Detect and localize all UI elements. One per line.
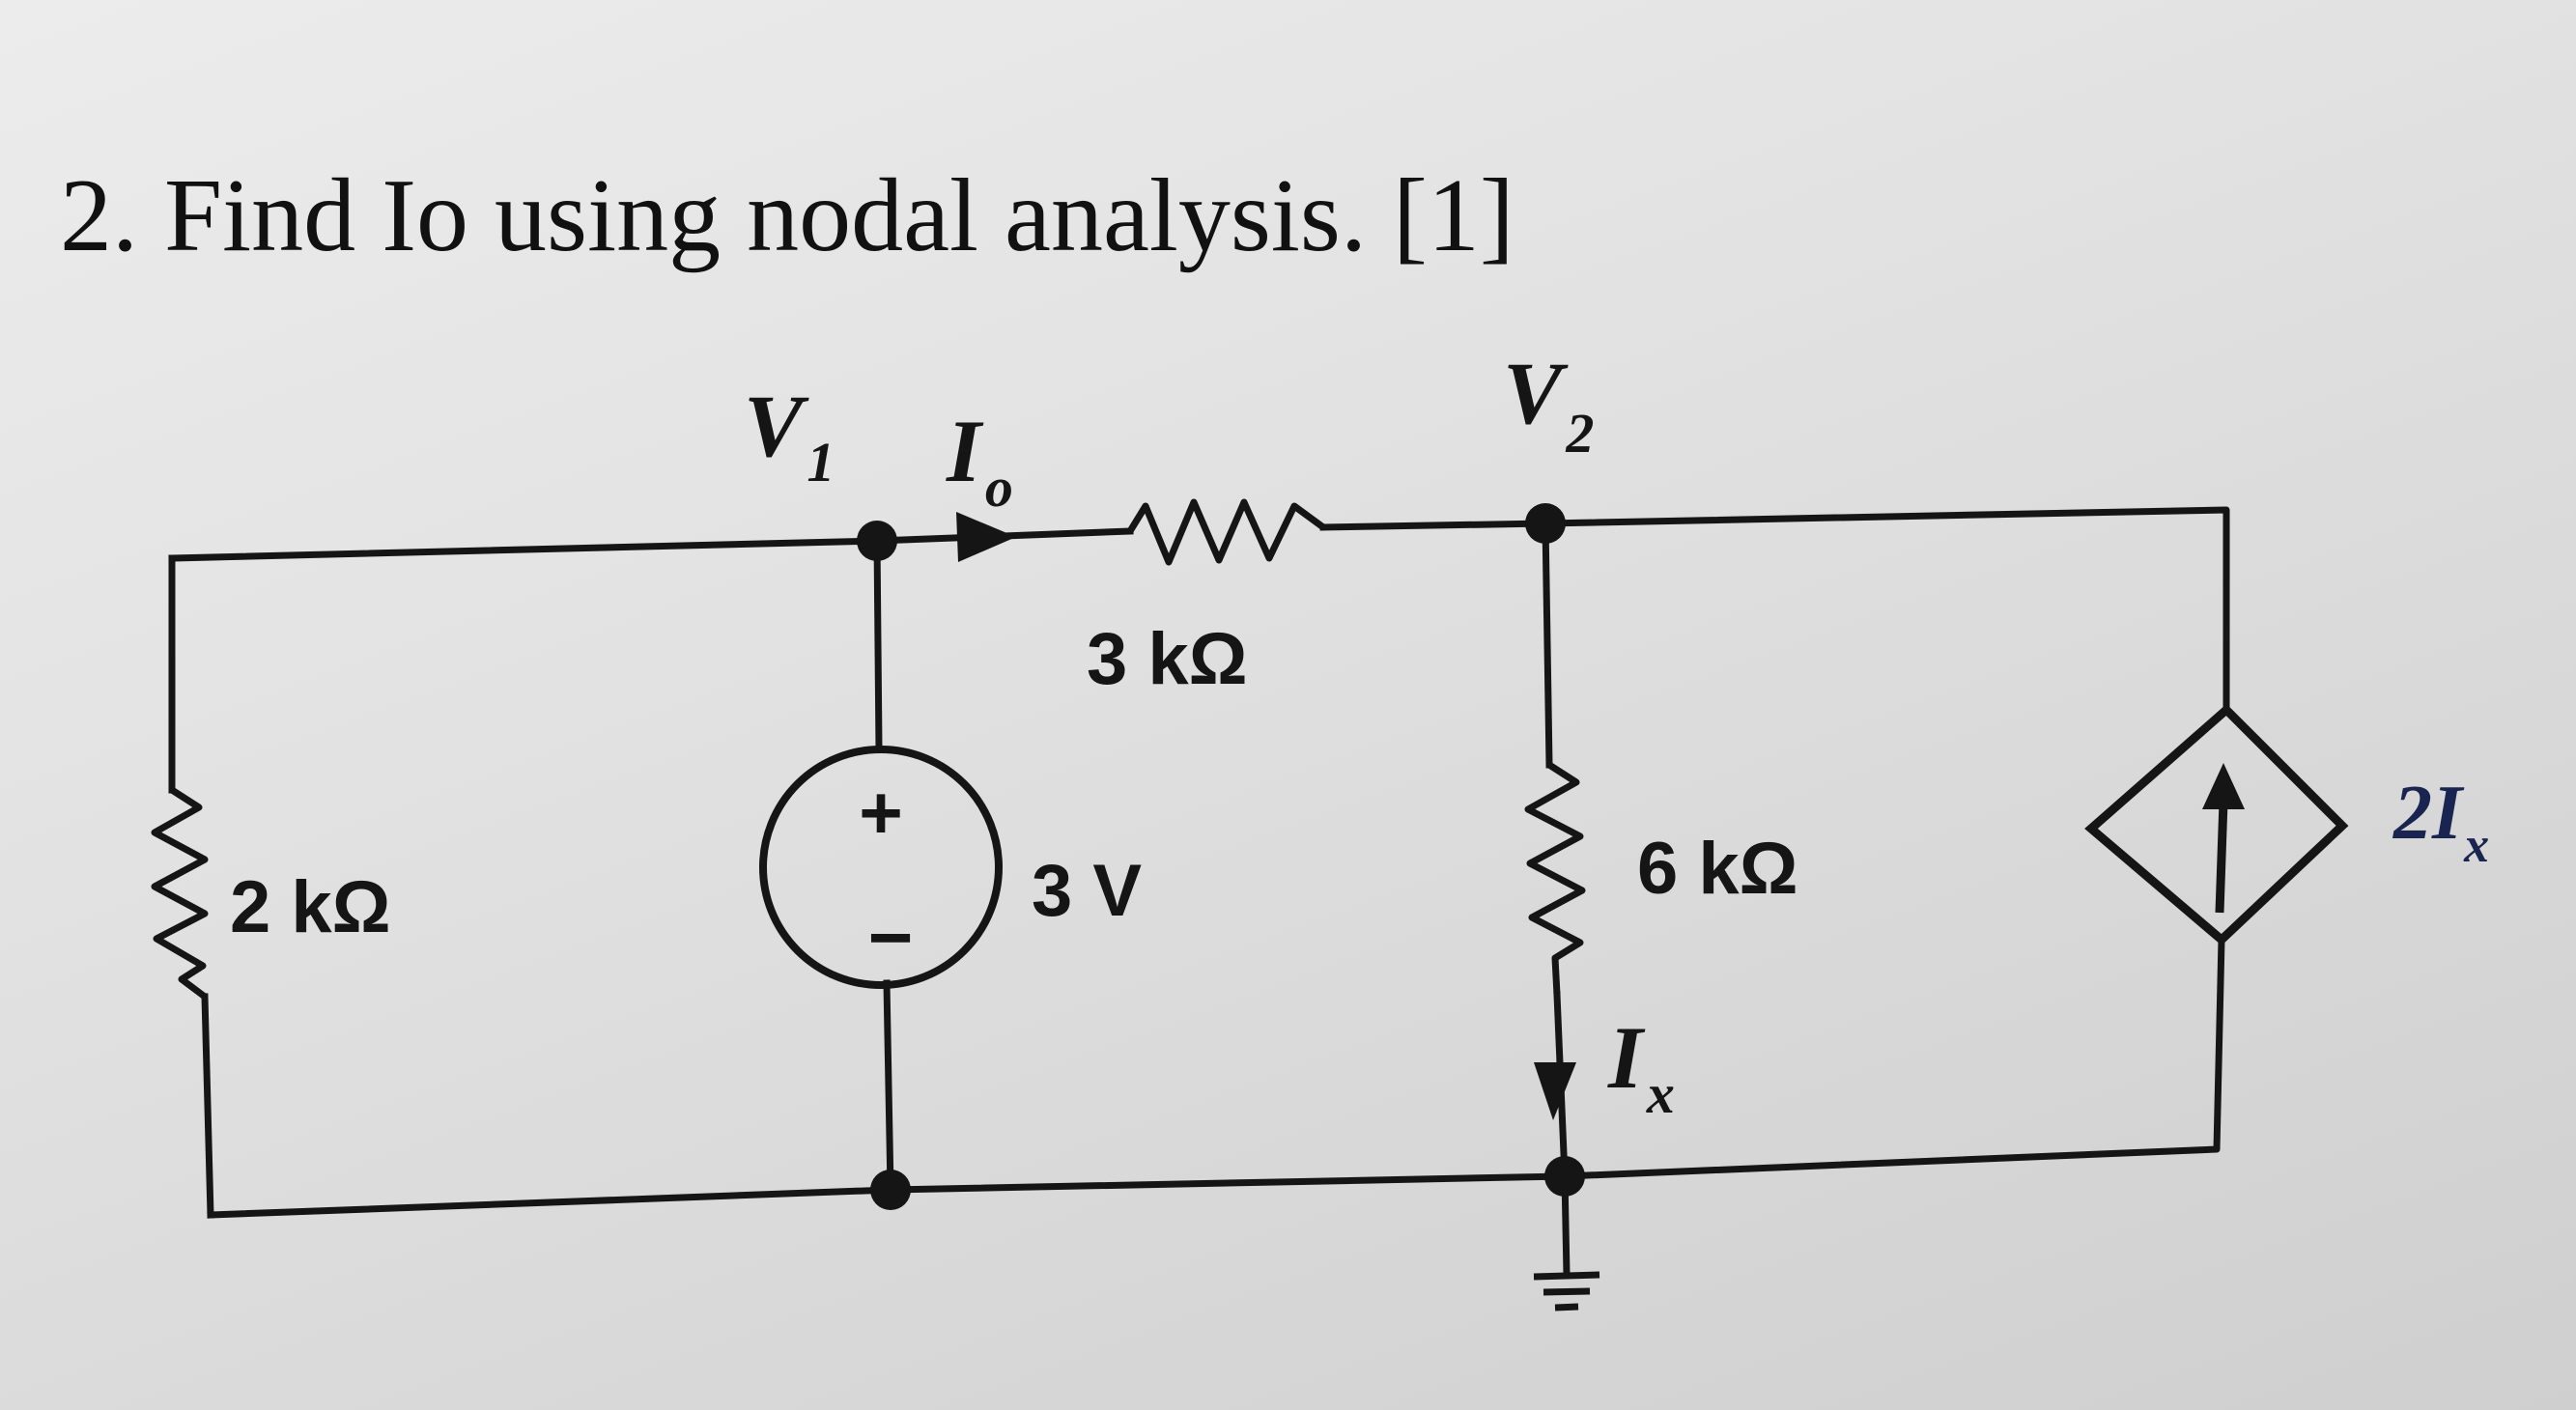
resistor-3k-zigzag <box>1126 498 1327 566</box>
wire-mid-upper <box>1542 520 1553 769</box>
current-label-ix: Ix <box>1607 1008 1675 1125</box>
question-text: 2. Find Io using nodal analysis. [1] <box>60 158 1514 273</box>
wire-left-lower <box>201 993 214 1219</box>
node-v2-dot <box>1525 503 1566 544</box>
dependent-source-diamond <box>2084 703 2349 946</box>
voltage-source-plus: + <box>859 770 903 855</box>
node-bottom-left-dot <box>870 1170 911 1210</box>
io-arrow-head <box>956 512 1016 562</box>
resistor-2k-zigzag <box>151 786 209 1001</box>
resistor-6k-label: 6 kΩ <box>1637 828 1798 910</box>
voltage-source-circle <box>759 746 1003 989</box>
current-label-io: Io <box>946 402 1013 519</box>
dependent-source-arrow-shaft <box>2215 801 2228 914</box>
resistor-3k-label: 3 kΩ <box>1087 618 1248 700</box>
dependent-source-label: 2Ix <box>2392 771 2489 873</box>
wire-source-upper <box>873 537 883 752</box>
wire-source-lower <box>883 979 894 1194</box>
resistor-6k-zigzag <box>1524 761 1586 999</box>
voltage-source-minus: − <box>868 894 914 980</box>
node-label-v1: V1 <box>744 377 835 494</box>
voltage-source-label: 3 V <box>1032 850 1142 932</box>
wire-top-right <box>1319 506 2230 714</box>
node-label-v2: V2 <box>1503 344 1594 465</box>
resistor-2k-label: 2 kΩ <box>230 866 391 948</box>
ix-arrow-head <box>1534 1062 1576 1120</box>
node-v1-dot <box>857 521 897 561</box>
ground-icon <box>1533 1271 1600 1311</box>
node-bottom-right-dot <box>1544 1156 1585 1197</box>
dependent-source-arrow-head <box>2202 763 2245 809</box>
wire-bottom <box>207 936 2225 1219</box>
